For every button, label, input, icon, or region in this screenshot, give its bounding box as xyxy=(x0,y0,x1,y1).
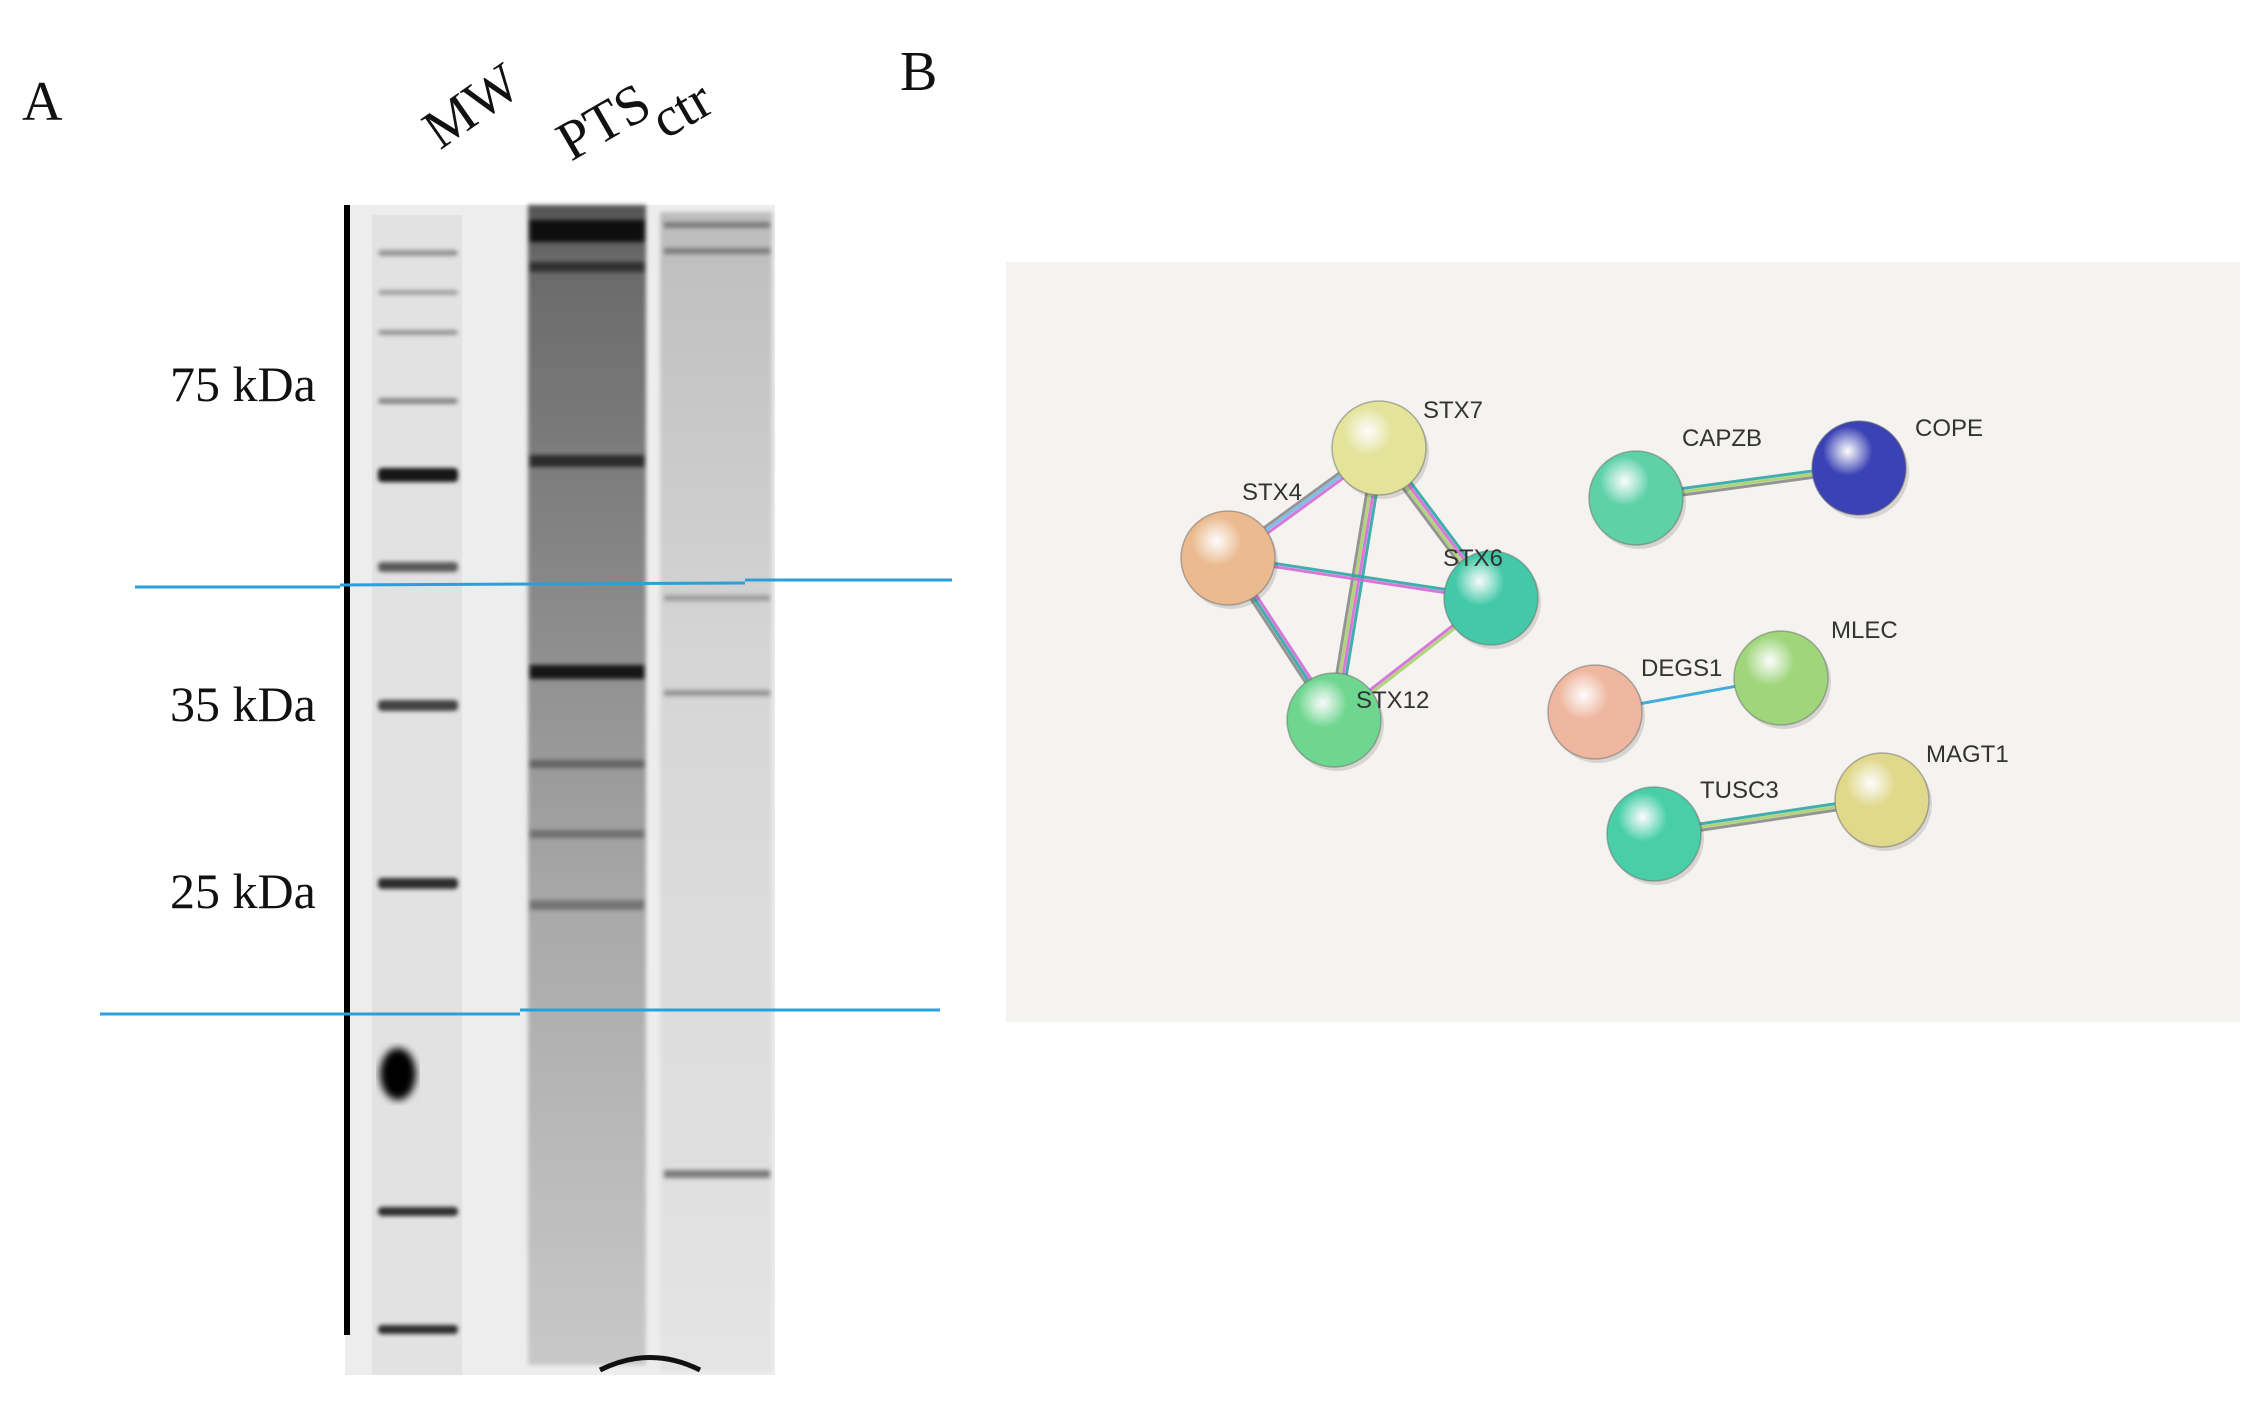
node-label: STX6 xyxy=(1443,545,1503,572)
node-label: STX12 xyxy=(1356,687,1429,714)
node-capzb: CAPZB xyxy=(1588,425,1762,549)
gel-left-edge xyxy=(344,205,350,1335)
node-circle xyxy=(1286,672,1382,768)
ctr-band xyxy=(664,248,770,254)
node-circle xyxy=(1811,420,1907,516)
node-label: COPE xyxy=(1915,415,1983,442)
node-circle xyxy=(1547,664,1643,760)
ctr-band xyxy=(664,1170,770,1178)
node-label: TUSC3 xyxy=(1700,777,1779,804)
pts-band xyxy=(530,760,644,768)
mw-band xyxy=(378,1207,458,1216)
node-stx7: STX7 xyxy=(1331,397,1483,499)
pts-band xyxy=(530,220,644,242)
node-circle xyxy=(1331,400,1427,496)
ctr-band xyxy=(664,690,770,696)
node-circle xyxy=(1606,786,1702,882)
ctr-band xyxy=(664,222,770,228)
node-stx12: STX12 xyxy=(1286,672,1429,771)
mw-band xyxy=(378,562,458,572)
mw-band xyxy=(378,468,458,482)
node-mlec: MLEC xyxy=(1733,617,1898,729)
guide-line-upper-mid xyxy=(339,581,746,587)
mw-band-large xyxy=(380,1048,416,1100)
mw-band xyxy=(378,700,458,711)
mw-band xyxy=(378,330,458,335)
node-label: CAPZB xyxy=(1682,425,1762,452)
pts-band xyxy=(530,455,644,467)
node-degs1: DEGS1 xyxy=(1547,655,1722,763)
pts-lane xyxy=(528,205,646,1365)
node-stx6: STX6 xyxy=(1443,545,1541,649)
node-cope: COPE xyxy=(1811,415,1983,519)
node-label: MLEC xyxy=(1831,617,1898,644)
mw-marker-25: 25 kDa xyxy=(170,863,316,919)
gel-well-arc xyxy=(598,1355,702,1373)
node-label: STX4 xyxy=(1242,479,1302,506)
mw-band xyxy=(378,878,458,889)
mw-band xyxy=(378,398,458,404)
mw-band xyxy=(378,250,458,256)
pts-band xyxy=(530,900,644,910)
node-tusc3: TUSC3 xyxy=(1606,777,1779,885)
panel-b-letter: B xyxy=(900,41,938,103)
node-circle xyxy=(1180,510,1276,606)
node-stx4: STX4 xyxy=(1180,479,1302,609)
pts-band xyxy=(530,830,644,838)
panel-a-letter: A xyxy=(22,71,63,133)
pts-band xyxy=(530,665,644,679)
mw-band xyxy=(378,290,458,295)
node-label: STX7 xyxy=(1423,397,1483,424)
ctr-band xyxy=(664,595,770,601)
node-label: MAGT1 xyxy=(1926,741,2009,768)
mw-band xyxy=(378,1325,458,1334)
node-magt1: MAGT1 xyxy=(1834,741,2009,851)
node-circle xyxy=(1443,550,1539,646)
ctr-lane xyxy=(660,212,772,1372)
node-label: DEGS1 xyxy=(1641,655,1722,682)
mw-marker-35: 35 kDa xyxy=(170,676,316,732)
mw-lane xyxy=(372,215,462,1375)
pts-band xyxy=(530,262,644,272)
node-circle xyxy=(1733,630,1829,726)
node-circle xyxy=(1588,450,1684,546)
node-circle xyxy=(1834,752,1930,848)
mw-marker-75: 75 kDa xyxy=(170,356,316,412)
